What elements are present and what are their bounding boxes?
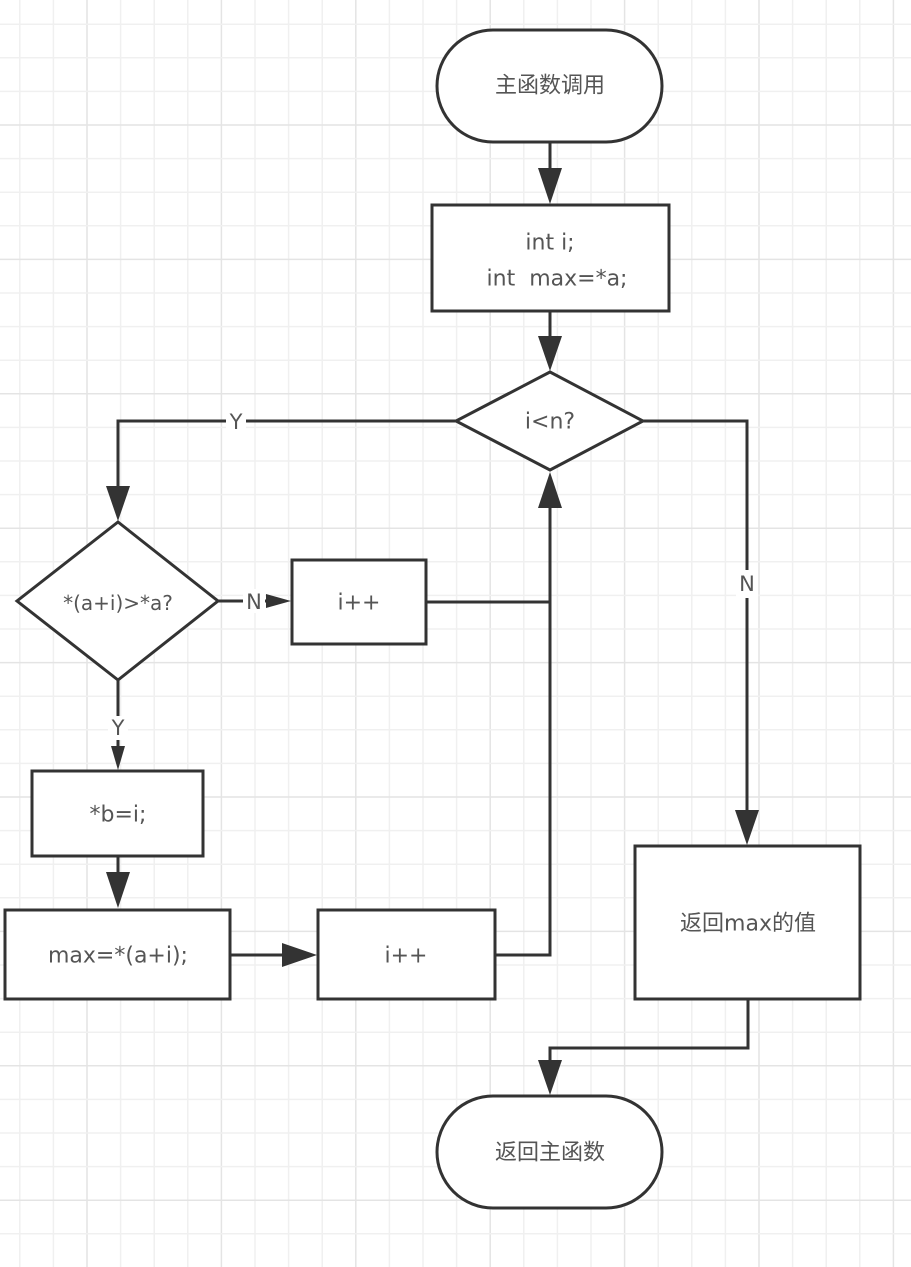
connector-line [548,999,750,1062]
arrowhead-icon [538,168,562,204]
process-shape[interactable] [30,769,205,858]
edge-label-background [736,570,758,598]
arrowhead-icon [538,1060,562,1095]
edge-start-to-init [538,142,562,204]
node-init[interactable]: int i; int max=*a; [430,203,671,313]
edge-loop-check-to-compare: Y [106,409,456,521]
node-compare[interactable]: *(a+i)>*a? [14,520,221,682]
node-end-label: 返回主函数 [495,1141,605,1166]
edge-assign-max-to-increment-yes [230,943,317,967]
edge-label-yes: Y [111,716,125,740]
edge-label-background [243,589,265,613]
edges: Y N N Y [106,142,759,1095]
node-increment-no[interactable]: i++ [290,558,428,646]
connector-line [495,602,552,957]
edge-increment-yes-to-loop-check [495,602,552,957]
process-shape[interactable] [3,908,232,1001]
edge-assign-b-to-assign-max [106,856,130,908]
edge-return-max-to-end [538,999,750,1095]
decision-shape[interactable] [452,370,647,472]
node-increment-no-label: i++ [338,591,381,616]
edge-loop-check-to-return-max: N [643,419,759,845]
arrowhead-icon [106,872,130,908]
process-shape[interactable] [316,908,497,1001]
node-init-line-1: int i; [525,231,574,256]
node-assign-b[interactable]: *b=i; [30,769,205,858]
arrowhead-icon [106,486,130,521]
terminator-shape[interactable] [435,28,664,144]
node-assign-max-label: max=*(a+i); [48,944,188,969]
arrowhead-icon [266,594,291,608]
node-loop-check-label: i<n? [525,410,575,435]
arrowhead-icon [111,746,125,770]
edge-label-yes: Y [229,410,243,434]
process-shape[interactable] [430,203,671,313]
edge-increment-no-to-loop-check [426,472,562,604]
edge-label-background [108,716,128,740]
connector-line [426,506,552,604]
connector-line [116,419,456,488]
edge-init-to-loop-check [538,311,562,371]
arrowhead-icon [735,810,759,845]
nodes: 主函数调用 int i; int max=*a; i<n? *(a+i)>*a?… [3,28,862,1210]
edge-label-no: N [739,572,755,596]
arrowhead-icon [282,943,317,967]
node-return-max-label: 返回max的值 [680,912,816,937]
edge-label-background [226,409,246,433]
node-compare-label: *(a+i)>*a? [63,591,173,615]
node-assign-max[interactable]: max=*(a+i); [3,908,232,1001]
node-return-max[interactable]: 返回max的值 [633,844,862,1001]
node-loop-check[interactable]: i<n? [452,370,647,472]
arrowhead-icon [538,472,562,508]
process-shape[interactable] [290,558,428,646]
node-start-label: 主函数调用 [495,74,605,99]
node-increment-yes-label: i++ [385,944,428,969]
arrowhead-icon [538,336,562,371]
edge-label-no: N [246,590,262,614]
node-assign-b-label: *b=i; [90,803,147,828]
node-start[interactable]: 主函数调用 [435,28,664,144]
node-end[interactable]: 返回主函数 [435,1094,664,1210]
node-init-line-2: int max=*a; [487,267,628,292]
connector-line [643,419,749,812]
decision-shape[interactable] [14,520,221,682]
edge-compare-to-assign-b: Y [108,680,128,770]
node-increment-yes[interactable]: i++ [316,908,497,1001]
terminator-shape[interactable] [435,1094,664,1210]
process-shape[interactable] [633,844,862,1001]
edge-compare-to-increment-no: N [218,589,291,614]
